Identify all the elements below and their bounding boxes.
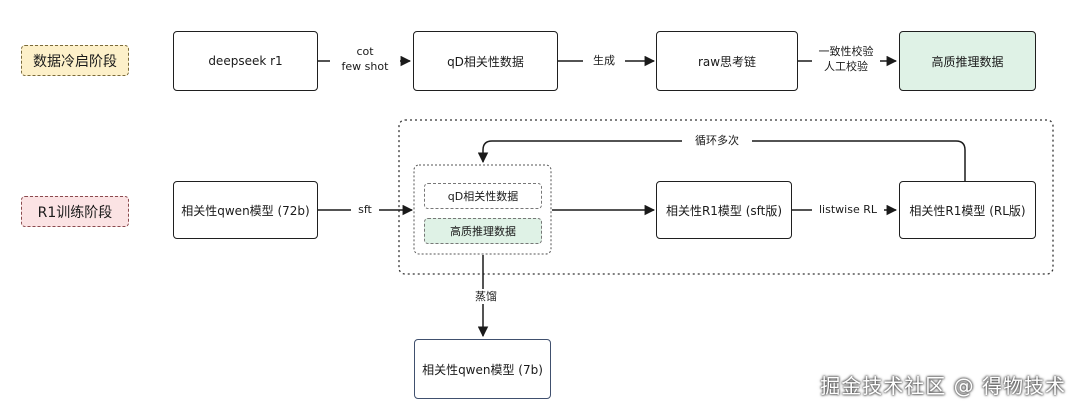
edge-label-listwise-rl: listwise RL <box>812 202 884 217</box>
edge-label-few-shot: few shot <box>341 60 389 73</box>
node-r1-rl: 相关性R1模型 (RL版) <box>899 181 1036 239</box>
training-region-border <box>398 119 1054 275</box>
edge-label-consistency: 一致性校验 <box>818 45 874 58</box>
edge-label-checks: 一致性校验 人工校验 <box>812 44 880 74</box>
stage-r1-training: R1训练阶段 <box>21 196 129 227</box>
edge-label-manual: 人工校验 <box>824 60 868 73</box>
edge-label-loop: 循环多次 <box>682 133 752 148</box>
edge-label-generate: 生成 <box>583 53 625 68</box>
node-deepseek-r1: deepseek r1 <box>173 31 318 91</box>
node-hq-data-inner: 高质推理数据 <box>424 218 542 244</box>
node-hq-data-top: 高质推理数据 <box>899 31 1036 91</box>
node-qd-data-top: qD相关性数据 <box>413 31 558 91</box>
edge-label-sft: sft <box>351 202 379 217</box>
data-group-border <box>413 164 552 255</box>
stage-cold-start: 数据冷启阶段 <box>21 45 129 76</box>
node-qd-data-inner: qD相关性数据 <box>424 183 542 209</box>
edge-label-distill: 蒸馏 <box>467 289 505 304</box>
watermark: 掘金技术社区 @ 得物技术 <box>820 374 1066 398</box>
edge-label-cot-fewshot: cot few shot <box>330 44 400 74</box>
node-r1-sft: 相关性R1模型 (sft版) <box>656 181 792 239</box>
node-qwen72b: 相关性qwen模型 (72b) <box>173 181 318 239</box>
node-qwen7b: 相关性qwen模型 (7b) <box>414 339 551 399</box>
edge-label-cot: cot <box>356 45 374 58</box>
node-raw-chain: raw思考链 <box>656 31 798 91</box>
